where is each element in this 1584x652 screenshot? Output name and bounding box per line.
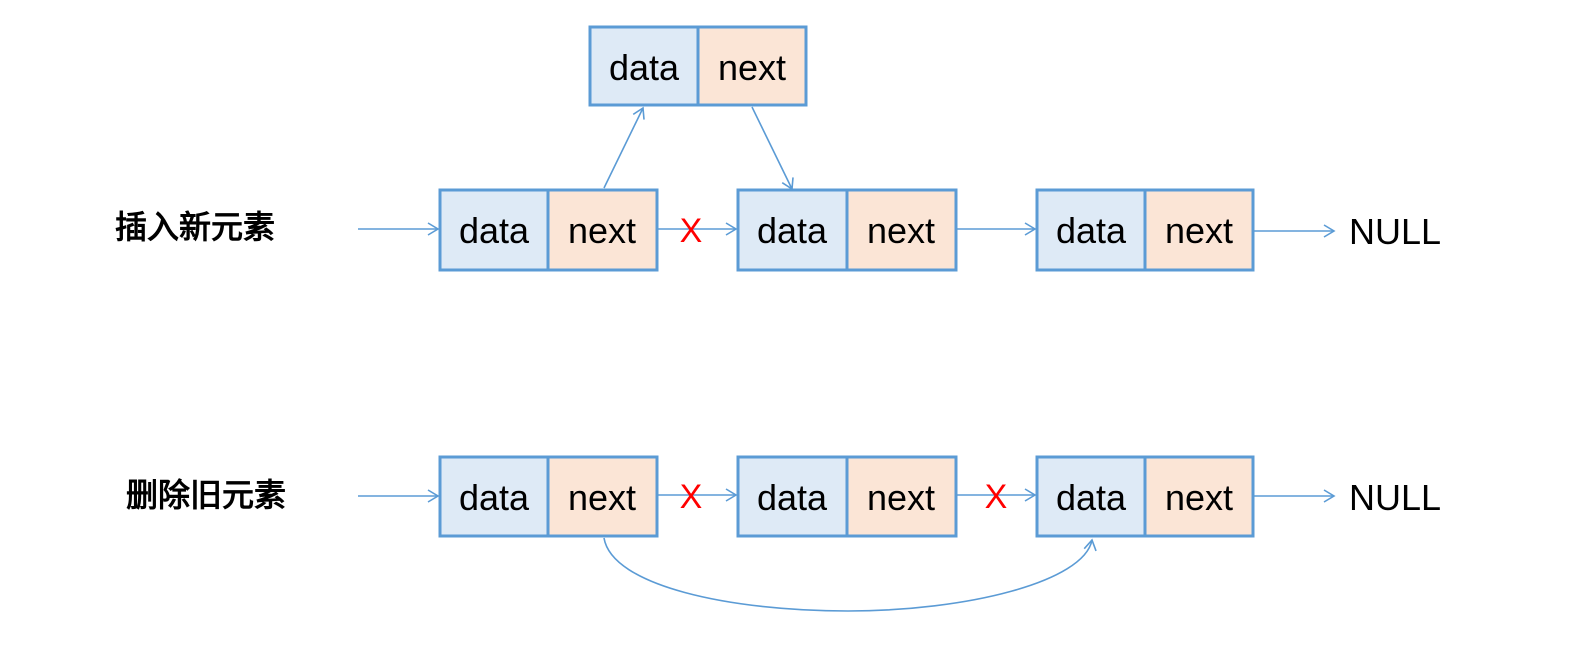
node-next-text: next <box>718 47 786 88</box>
node-next-text: next <box>1165 210 1233 251</box>
node-next-text: next <box>568 477 636 518</box>
cross-mark: X <box>680 212 703 250</box>
null-label: NULL <box>1349 211 1441 252</box>
node-next-text: next <box>867 210 935 251</box>
insert-node-1: data next <box>438 188 659 272</box>
insert-node-3: data next <box>1035 188 1255 272</box>
node-next-text: next <box>568 210 636 251</box>
from-new-node-arrow <box>751 106 794 191</box>
node-next-text: next <box>867 477 935 518</box>
node-data-text: data <box>757 210 828 251</box>
null-label: NULL <box>1349 477 1441 518</box>
node-data-text: data <box>1056 477 1127 518</box>
node-data-text: data <box>609 47 680 88</box>
to-new-node-arrow <box>603 106 645 189</box>
delete-label: 删除旧元素 <box>126 476 286 514</box>
node-data-text: data <box>757 477 828 518</box>
insert-label: 插入新元素 <box>115 208 275 246</box>
insert-node-2: data next <box>736 188 958 272</box>
node-data-text: data <box>1056 210 1127 251</box>
cross-mark: X <box>985 478 1008 516</box>
bypass-arrow <box>603 537 1097 612</box>
delete-node-2: data next <box>736 455 958 538</box>
new-node: data next <box>588 25 808 107</box>
node-data-text: data <box>459 477 530 518</box>
delete-node-3: data next <box>1035 455 1255 538</box>
delete-node-1: data next <box>438 455 659 538</box>
node-next-text: next <box>1165 477 1233 518</box>
node-data-text: data <box>459 210 530 251</box>
cross-mark: X <box>680 478 703 516</box>
